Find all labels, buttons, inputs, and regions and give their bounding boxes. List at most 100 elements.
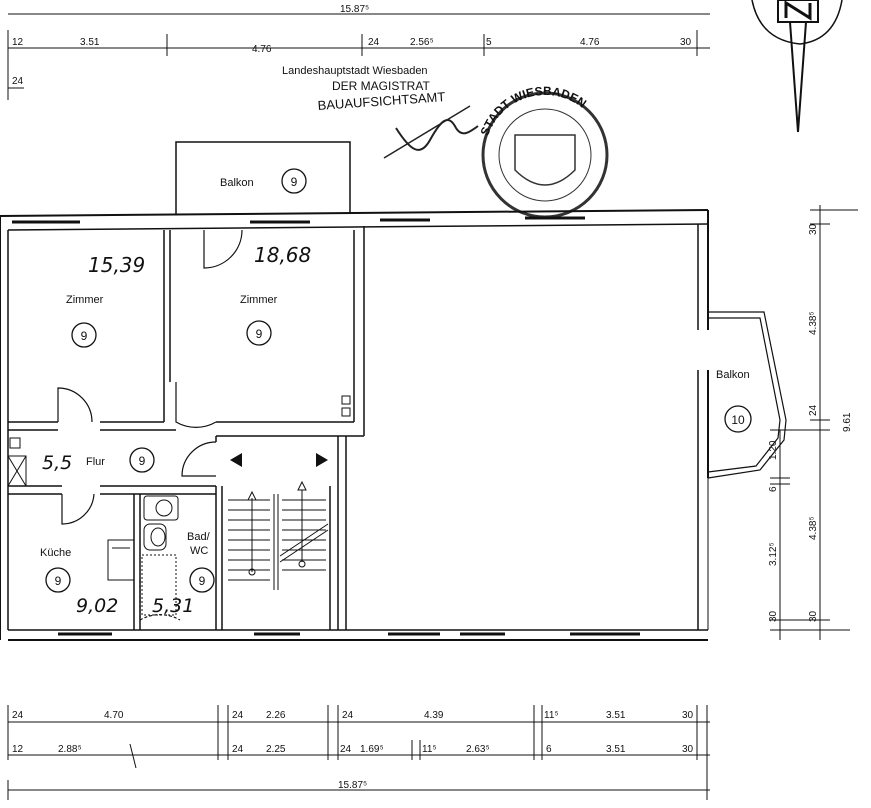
room-tag-circle (71, 322, 97, 348)
balkon-right-label: Balkon (716, 369, 750, 381)
dim-bottom-2-10: 3.51 (606, 744, 626, 755)
kueche-label: Küche (40, 547, 71, 559)
walls (0, 209, 709, 641)
dim-right-7: 3.12⁵ (768, 542, 779, 566)
dim-right-8: 30 (768, 610, 779, 622)
zimmer2-area: 18,68 (254, 243, 311, 267)
chimney-icon (7, 455, 27, 487)
staircase (228, 490, 329, 590)
room-tag-circle (129, 447, 155, 473)
dim-right-5: 6 (768, 486, 779, 492)
shaft-icon-2 (341, 407, 351, 417)
shaft-icon (341, 395, 351, 405)
vent-icon (9, 437, 21, 449)
dim-top-6: 5 (486, 37, 492, 48)
shower-icon (141, 554, 177, 616)
dim-bottom-2-1: 12 (12, 744, 24, 755)
dim-top-3: 4.76 (252, 44, 272, 55)
room-tag-circle (246, 320, 272, 346)
zimmer1-area: 15,39 (88, 253, 145, 277)
toilet-icon (143, 523, 167, 551)
arrow-left-icon (230, 453, 242, 467)
dim-bottom-1-9: 30 (682, 710, 694, 721)
dim-right-4: 1.20 (768, 440, 779, 460)
dim-bottom-total: 15.87⁵ (338, 780, 367, 791)
dim-top-1: 12 (12, 37, 24, 48)
north-arrow-icon (751, 0, 843, 133)
zimmer2-tag: 9 (256, 327, 263, 341)
balcony-top: Balkon 9 (175, 141, 351, 214)
dim-bottom-1-5: 24 (342, 710, 354, 721)
dim-bottom-2-3: 24 (232, 744, 244, 755)
kueche-area: 9,02 (76, 595, 118, 617)
stair-up-arrow-icon (247, 490, 257, 501)
dim-top-7: 4.76 (580, 37, 600, 48)
bad-label-line2: WC (190, 545, 208, 557)
dim-top-left-vertical: 24 (12, 76, 24, 87)
dim-right-9: 30 (808, 610, 819, 622)
dim-bottom-1-6: 4.39 (424, 710, 444, 721)
room-tag-circle (45, 567, 71, 593)
bad-tag: 9 (199, 574, 206, 588)
dim-right-1: 30 (808, 223, 819, 235)
zimmer2-label: Zimmer (240, 294, 278, 306)
door-zimmer2-balcony (203, 229, 243, 269)
dim-right-6: 4.38⁵ (808, 516, 819, 540)
balkon-top-tag: 9 (291, 175, 298, 189)
dim-top-2: 3.51 (80, 37, 100, 48)
doors (57, 229, 243, 622)
arrow-right-icon (316, 453, 328, 467)
room-tag-circle (189, 567, 215, 593)
door-zimmer2 (175, 382, 217, 428)
dim-bottom-2-9: 6 (546, 744, 552, 755)
dim-bottom-1-3: 24 (232, 710, 244, 721)
dim-bottom-2-6: 1.69⁵ (360, 744, 384, 755)
door-entrance (181, 441, 217, 477)
stove-icon (107, 539, 135, 581)
dim-top-total: 15.87⁵ (340, 4, 369, 15)
right-dimension-lines (770, 205, 858, 640)
zimmer1-label: Zimmer (66, 294, 104, 306)
dim-bottom-1-2: 4.70 (104, 710, 124, 721)
bad-label-line1: Bad/ (187, 531, 211, 543)
room-tag-circle (281, 168, 307, 194)
north-label: N (797, 17, 798, 19)
stair-up-arrow-icon-2 (297, 480, 307, 491)
dim-top-5: 2.56⁵ (410, 37, 434, 48)
dim-top-8: 30 (680, 37, 692, 48)
dim-top-4: 24 (368, 37, 380, 48)
balkon-right-tag: 10 (731, 413, 745, 427)
washbasin-icon (143, 495, 179, 521)
dim-right-10: 9.61 (842, 412, 853, 432)
flur-tag: 9 (139, 454, 146, 468)
bottom-dimension-lines (7, 705, 710, 800)
door-bad (139, 580, 181, 622)
dim-bottom-2-8: 2.63⁵ (466, 744, 490, 755)
signature (395, 119, 479, 151)
dim-bottom-2-5: 24 (340, 744, 352, 755)
stamp-line-2: DER MAGISTRAT (332, 79, 430, 93)
balkon-top-label: Balkon (220, 177, 254, 189)
dim-bottom-1-7: 11⁵ (544, 710, 559, 721)
flur-area: 5,5 (42, 452, 72, 474)
stamp-line-1: Landeshauptstadt Wiesbaden (282, 65, 428, 77)
dim-bottom-2-11: 30 (682, 744, 694, 755)
door-kueche (61, 493, 95, 525)
dim-bottom-2-7: 11⁵ (422, 744, 437, 755)
dim-right-3: 24 (808, 404, 819, 416)
dim-right-2: 4.38⁵ (808, 311, 819, 335)
dim-bottom-1-4: 2.26 (266, 710, 286, 721)
dim-bottom-2-2: 2.88⁵ (58, 744, 82, 755)
dim-bottom-2-4: 2.25 (266, 744, 286, 755)
zimmer1-tag: 9 (81, 329, 88, 343)
seal-crest-icon (514, 134, 576, 186)
door-zimmer1 (57, 387, 93, 423)
flur-label: Flur (86, 456, 105, 468)
bad-area: 5,31 (152, 595, 194, 617)
dim-bottom-1-1: 24 (12, 710, 24, 721)
top-dimension-lines (7, 13, 710, 100)
dim-bottom-1-8: 3.51 (606, 710, 626, 721)
fixtures (7, 395, 351, 616)
